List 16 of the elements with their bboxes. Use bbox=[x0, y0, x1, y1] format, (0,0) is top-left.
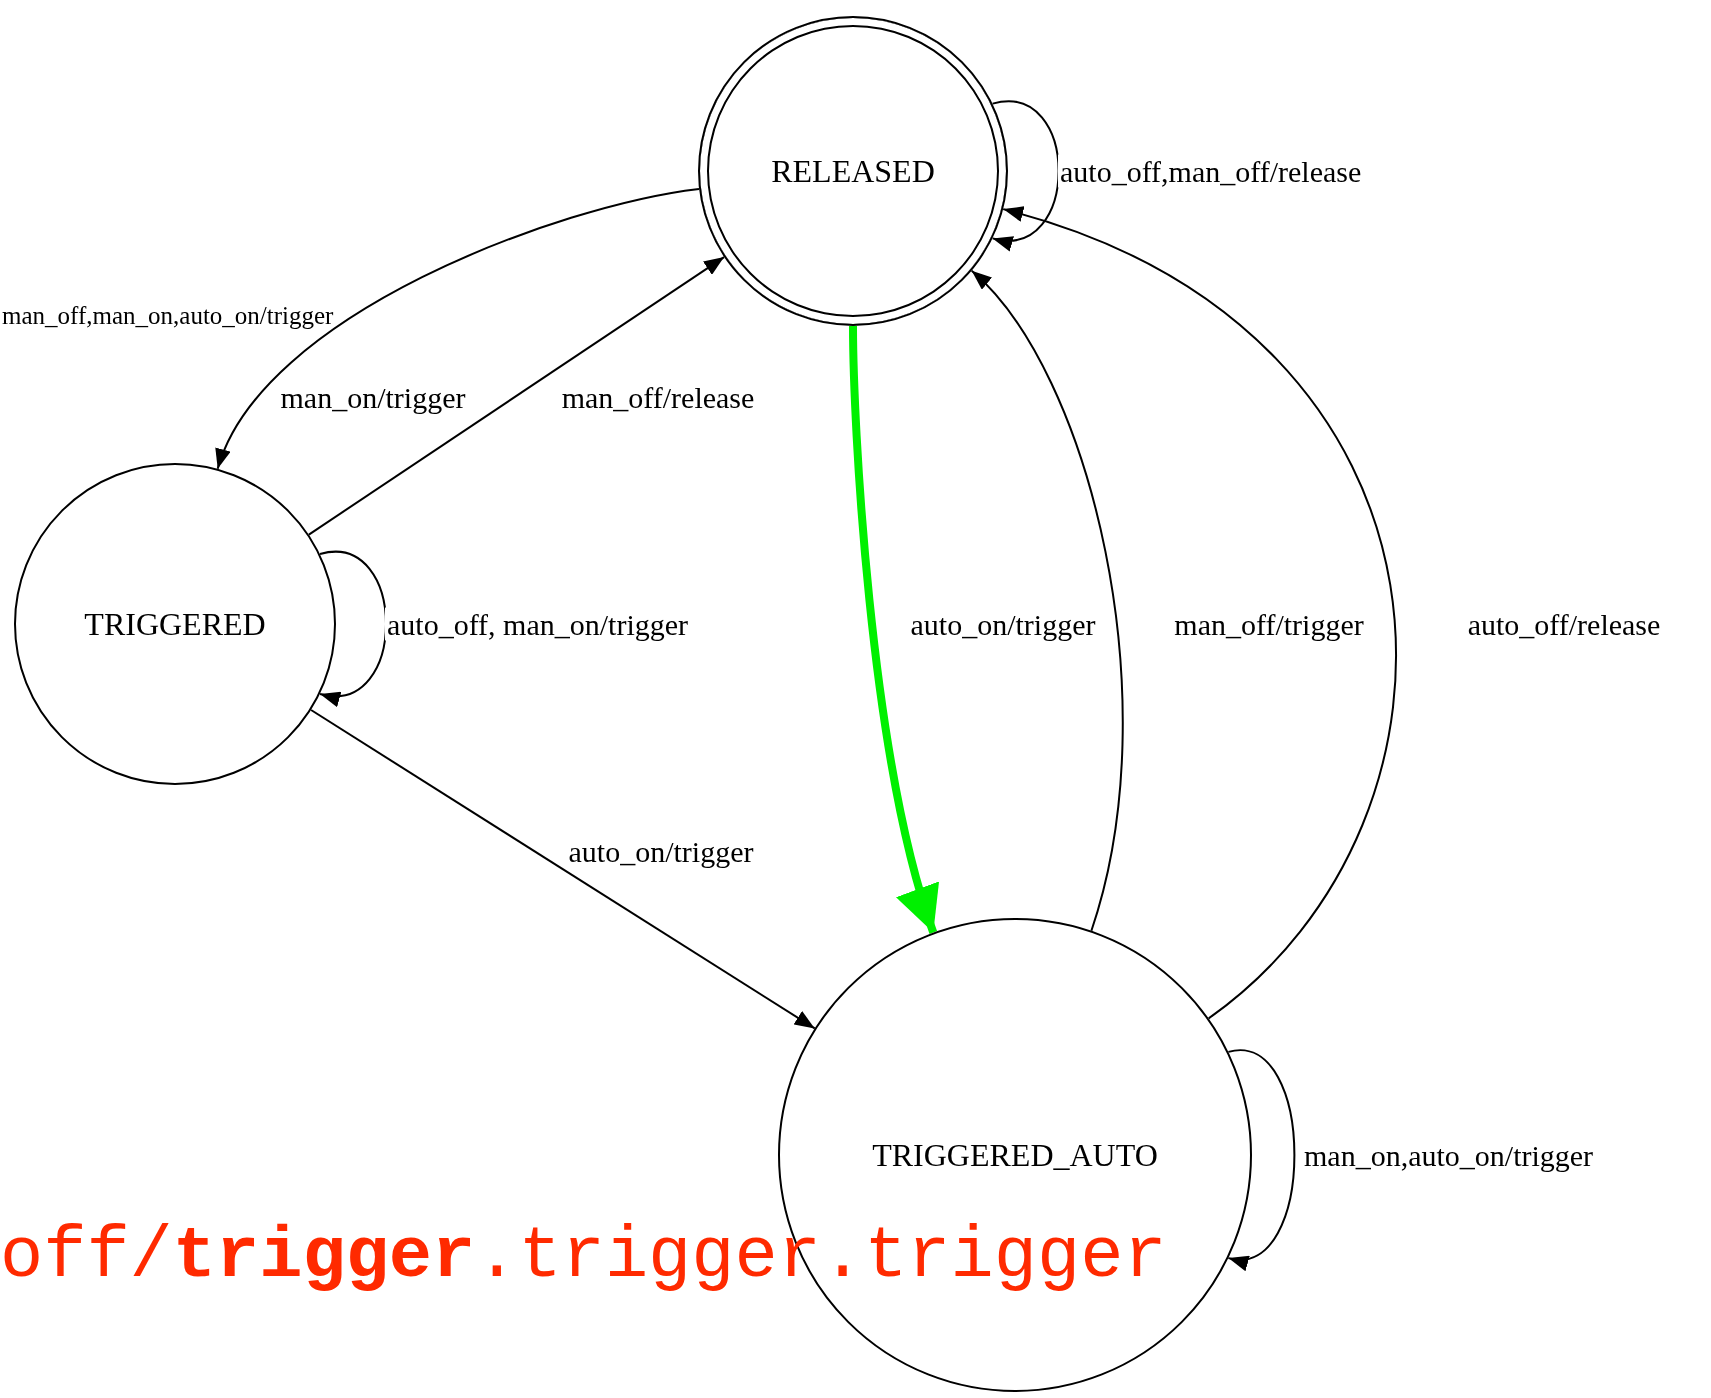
self-loop-arrow bbox=[991, 100, 1060, 249]
state-circle bbox=[14, 463, 336, 785]
state-name: RELEASED bbox=[771, 152, 935, 190]
arrow bbox=[970, 269, 1124, 932]
arrow bbox=[849, 325, 942, 934]
arrow bbox=[310, 709, 816, 1030]
arrow bbox=[1002, 208, 1397, 1020]
state-name: TRIGGERED_AUTO bbox=[872, 1136, 1158, 1174]
self-loop-arrow bbox=[319, 551, 387, 704]
accept-state-circle bbox=[698, 16, 1008, 326]
transition-label: man_off,man_on,auto_on/trigger bbox=[2, 302, 334, 330]
state-name: TRIGGERED bbox=[84, 605, 266, 643]
arrow bbox=[307, 256, 726, 536]
arrow bbox=[216, 187, 700, 470]
edge-label: auto_off, man_on/trigger bbox=[385, 607, 691, 641]
edge-label: auto_off,man_off/release bbox=[1058, 154, 1364, 188]
